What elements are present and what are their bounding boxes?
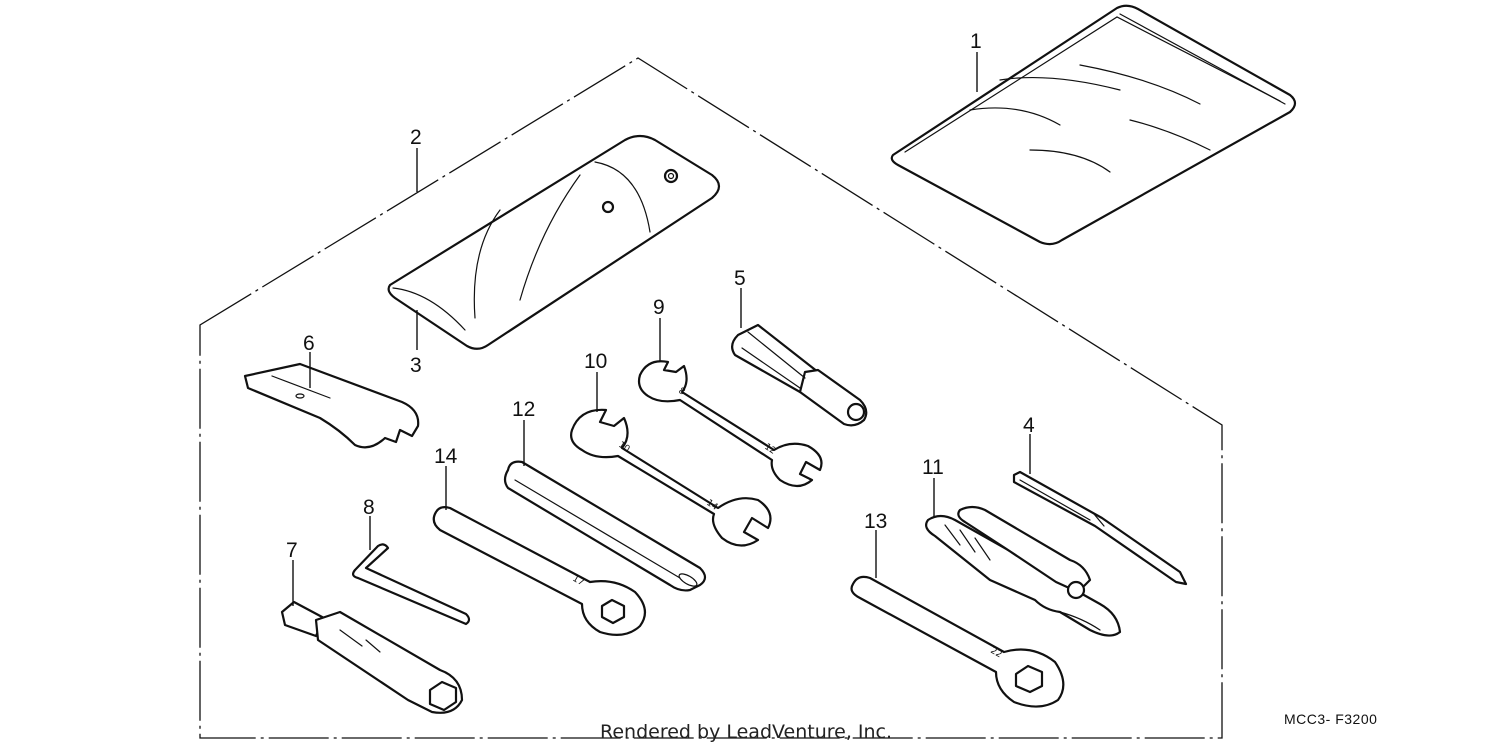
callout-1: 1 [970, 30, 982, 53]
box-wrench-17-size: 17 [571, 574, 586, 588]
screwdriver-handle [731, 323, 868, 427]
box-wrench-22: 22 [850, 575, 1065, 708]
callout-3: 3 [410, 354, 422, 377]
callout-4: 4 [1023, 414, 1035, 437]
spark-plug-socket [280, 600, 464, 714]
callout-11: 11 [922, 456, 944, 479]
box-wrench-22-size: 22 [989, 646, 1004, 660]
storage-bag [890, 4, 1297, 246]
callout-5: 5 [734, 267, 746, 290]
extension-handle [503, 460, 707, 592]
hex-key [351, 543, 471, 626]
leader-lines [292, 52, 1031, 606]
part-code: MCC3- F3200 [1284, 711, 1377, 727]
tool-kit-outline [199, 57, 1223, 739]
tool-roll-bag [387, 134, 721, 350]
callout-9: 9 [653, 296, 665, 319]
callout-2: 2 [410, 126, 422, 149]
credit-text: Rendered by LeadVenture, Inc. [600, 721, 892, 743]
callout-12: 12 [512, 398, 535, 421]
screwdriver-blade [1012, 470, 1188, 586]
wrench-10x14: 10 14 [570, 408, 772, 547]
callout-14: 14 [434, 445, 458, 468]
callout-13: 13 [864, 510, 887, 533]
callout-10: 10 [584, 350, 607, 373]
pliers [925, 505, 1122, 637]
wrench-8x12: 8 12 [637, 360, 823, 488]
callout-7: 7 [286, 539, 298, 562]
box-wrench-17: 17 [432, 506, 647, 637]
callout-6: 6 [303, 332, 315, 355]
callout-8: 8 [363, 496, 375, 519]
wrench-8x12-size-a: 8 [676, 386, 686, 398]
pin-spanner [243, 362, 420, 449]
